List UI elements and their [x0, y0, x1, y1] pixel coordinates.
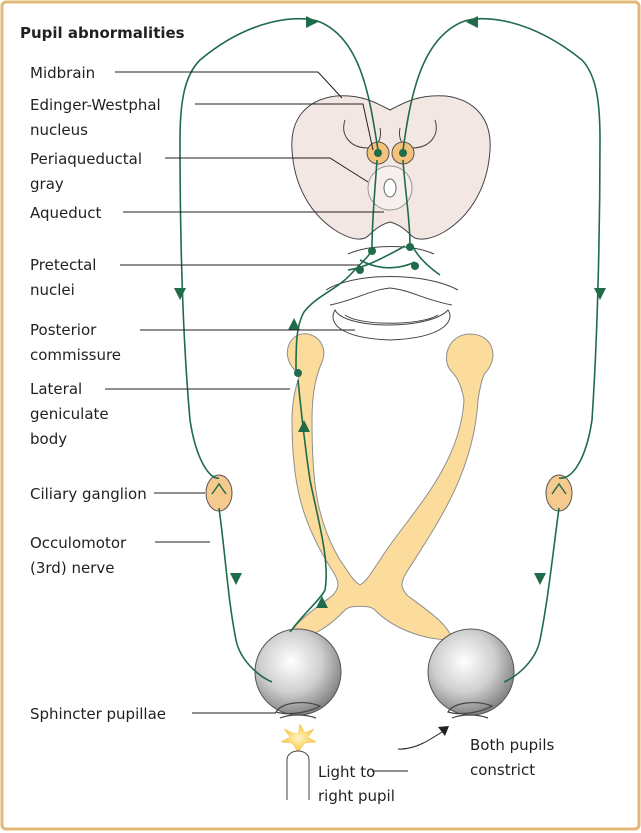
ciliary-ganglion-right [546, 475, 572, 511]
aqueduct [384, 179, 396, 197]
ciliary-ganglion-left [206, 475, 232, 511]
label-sphincter-pupillae: Sphincter pupillae [30, 705, 166, 723]
label-edinger-line2: nucleus [30, 121, 88, 139]
light-source-candle [287, 751, 309, 800]
label-aqueduct: Aqueduct [30, 204, 102, 222]
label-both-line2: constrict [470, 761, 535, 779]
figure-title: Pupil abnormalities [20, 24, 185, 42]
label-both-line1: Both pupils [470, 736, 555, 754]
label-lgb-line3: body [30, 430, 67, 448]
label-pretectal-line1: Pretectal [30, 256, 96, 274]
label-light-line2: right pupil [318, 787, 395, 805]
midbrain-section [292, 96, 490, 239]
label-periaq-line2: gray [30, 175, 64, 193]
label-midbrain: Midbrain [30, 64, 95, 82]
label-edinger-line1: Edinger-Westphal [30, 96, 161, 114]
label-light-line1: Light to [318, 763, 375, 781]
label-oculomotor-line2: (3rd) nerve [30, 559, 114, 577]
label-periaq-line1: Periaqueductal [30, 150, 142, 168]
label-oculomotor-line1: Occulomotor [30, 534, 127, 552]
label-lgb-line1: Lateral [30, 380, 82, 398]
label-pretectal-line2: nuclei [30, 281, 75, 299]
label-lgb-line2: geniculate [30, 405, 109, 423]
label-posterior-line1: Posterior [30, 321, 97, 339]
label-posterior-line2: commissure [30, 346, 121, 364]
label-ciliary-ganglion: Ciliary ganglion [30, 485, 147, 503]
